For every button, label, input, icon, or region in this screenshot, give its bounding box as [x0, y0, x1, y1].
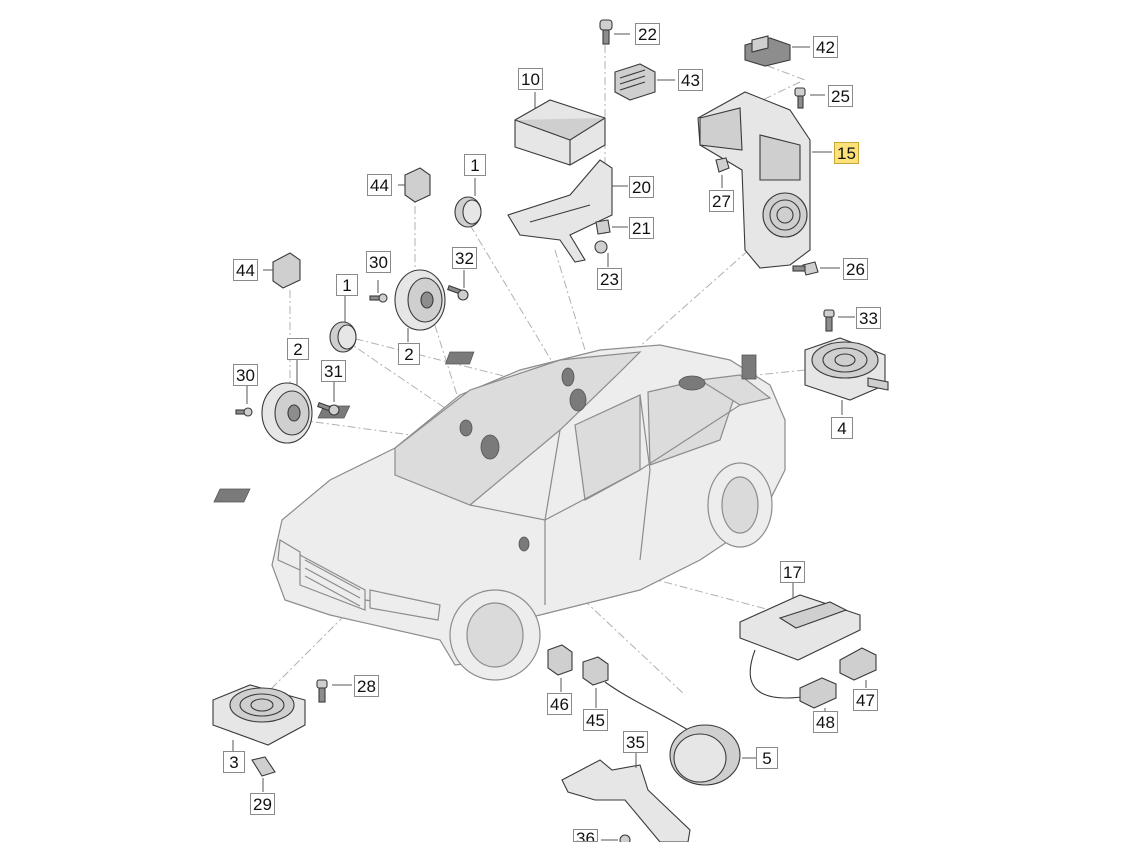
callout-45: 45: [583, 709, 608, 731]
connector-43: [614, 63, 675, 101]
bracket-35: [561, 752, 691, 842]
nut-27: [715, 157, 730, 188]
speaker-5: [669, 724, 758, 786]
callout-2-lower: 2: [287, 338, 309, 360]
callout-31: 31: [321, 360, 346, 382]
clip-23: [594, 240, 609, 267]
callout-44-left: 44: [233, 259, 258, 281]
callout-5: 5: [756, 747, 778, 769]
callout-47: 47: [853, 689, 878, 711]
callout-43: 43: [678, 69, 703, 91]
bolt-25: [794, 87, 825, 109]
callout-21: 21: [629, 217, 654, 239]
callout-42: 42: [813, 36, 838, 58]
speaker-2-lower: [261, 360, 313, 444]
callout-30-lower: 30: [233, 364, 258, 386]
speaker-2-upper: [394, 269, 446, 342]
screw-36: [601, 834, 631, 842]
callout-1-upper: 1: [464, 154, 486, 176]
callout-44-upper: 44: [367, 174, 392, 196]
callout-10: 10: [518, 68, 543, 90]
module-17: [739, 583, 861, 699]
connector-46: [547, 644, 573, 692]
callout-1-lower: 1: [336, 274, 358, 296]
callout-29: 29: [250, 793, 275, 815]
bolt-22: [599, 19, 630, 45]
tweeter-1-upper: [454, 178, 482, 228]
callout-32: 32: [452, 247, 477, 269]
callout-17: 17: [780, 561, 805, 583]
bolt-26: [792, 261, 840, 276]
amplifier-15: [697, 91, 832, 269]
callout-48: 48: [813, 711, 838, 733]
subwoofer-4: [804, 337, 889, 415]
screw-30-upper: [369, 280, 388, 303]
bracket-44-upper: [398, 167, 431, 203]
callout-30-upper: 30: [366, 251, 391, 273]
callout-46: 46: [547, 693, 572, 715]
callout-23: 23: [597, 268, 622, 290]
bracket-44-left: [263, 252, 301, 289]
callout-36: 36: [573, 829, 598, 842]
callout-22: 22: [635, 23, 660, 45]
tweeter-1-lower: [329, 295, 357, 353]
callout-33: 33: [856, 307, 881, 329]
car-body: [271, 344, 786, 681]
connector-42: [744, 35, 810, 67]
callout-27: 27: [709, 190, 734, 212]
callout-20: 20: [629, 176, 654, 198]
cable-45: [582, 656, 689, 731]
screw-32: [447, 270, 469, 301]
speaker-3: [212, 684, 306, 752]
callout-3: 3: [223, 751, 245, 773]
car-speaker-marks: [213, 351, 757, 552]
callout-25: 25: [828, 85, 853, 107]
screw-31: [317, 382, 340, 416]
callout-2-upper: 2: [398, 343, 420, 365]
screw-30-lower: [235, 386, 253, 417]
callout-28: 28: [354, 675, 379, 697]
callout-26: 26: [843, 258, 868, 280]
callout-15[interactable]: 15: [834, 142, 859, 164]
bolt-28: [316, 679, 352, 703]
clip-29: [251, 756, 276, 792]
callout-35: 35: [623, 731, 648, 753]
bolt-33: [823, 309, 855, 332]
connector-47: [839, 647, 877, 688]
connector-48: [799, 677, 837, 712]
nut-21: [595, 219, 628, 235]
bracket-20: [507, 159, 628, 263]
control-module-10: [514, 92, 606, 166]
callout-4: 4: [831, 417, 853, 439]
